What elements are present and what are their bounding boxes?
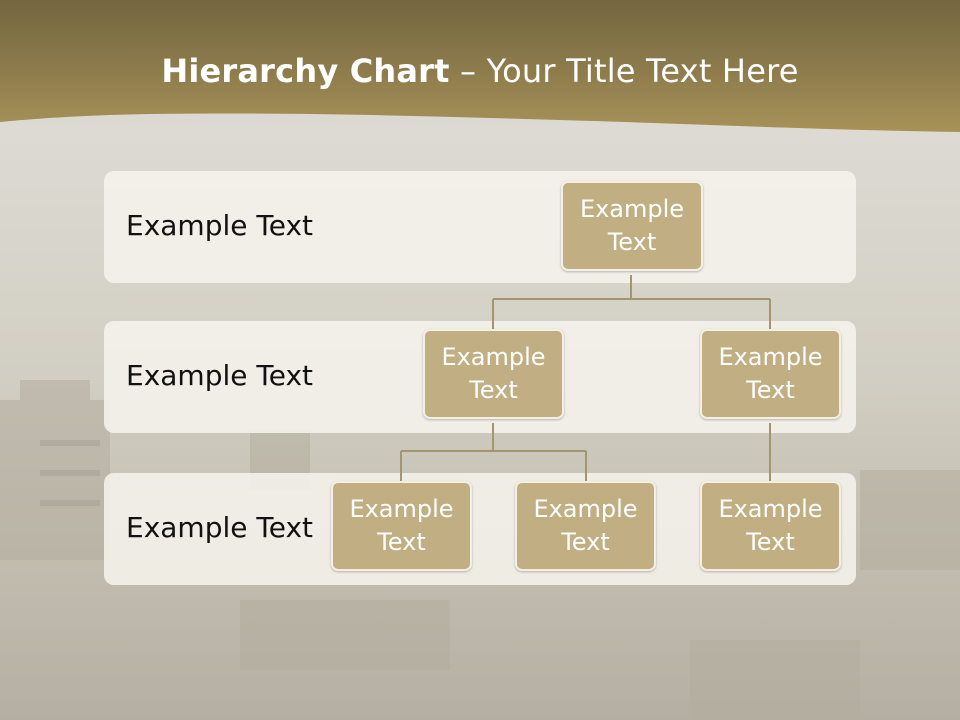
node-level2-left-2[interactable]: Example Text (515, 481, 656, 571)
title-rest: Your Title Text Here (486, 52, 799, 90)
node-level1-left[interactable]: Example Text (423, 329, 564, 419)
row-label-2: Example Text (126, 359, 314, 392)
node-level2-left-1[interactable]: Example Text (331, 481, 472, 571)
row-label-3: Example Text (126, 511, 314, 544)
node-level1-right[interactable]: Example Text (700, 329, 841, 419)
title-bold: Hierarchy Chart (161, 52, 450, 90)
row-band-1 (104, 171, 856, 283)
node-level2-right[interactable]: Example Text (700, 481, 841, 571)
row-label-1: Example Text (126, 209, 314, 242)
slide-title: Hierarchy Chart – Your Title Text Here (0, 52, 960, 90)
node-root[interactable]: Example Text (561, 181, 703, 271)
title-dash: – (449, 52, 487, 90)
